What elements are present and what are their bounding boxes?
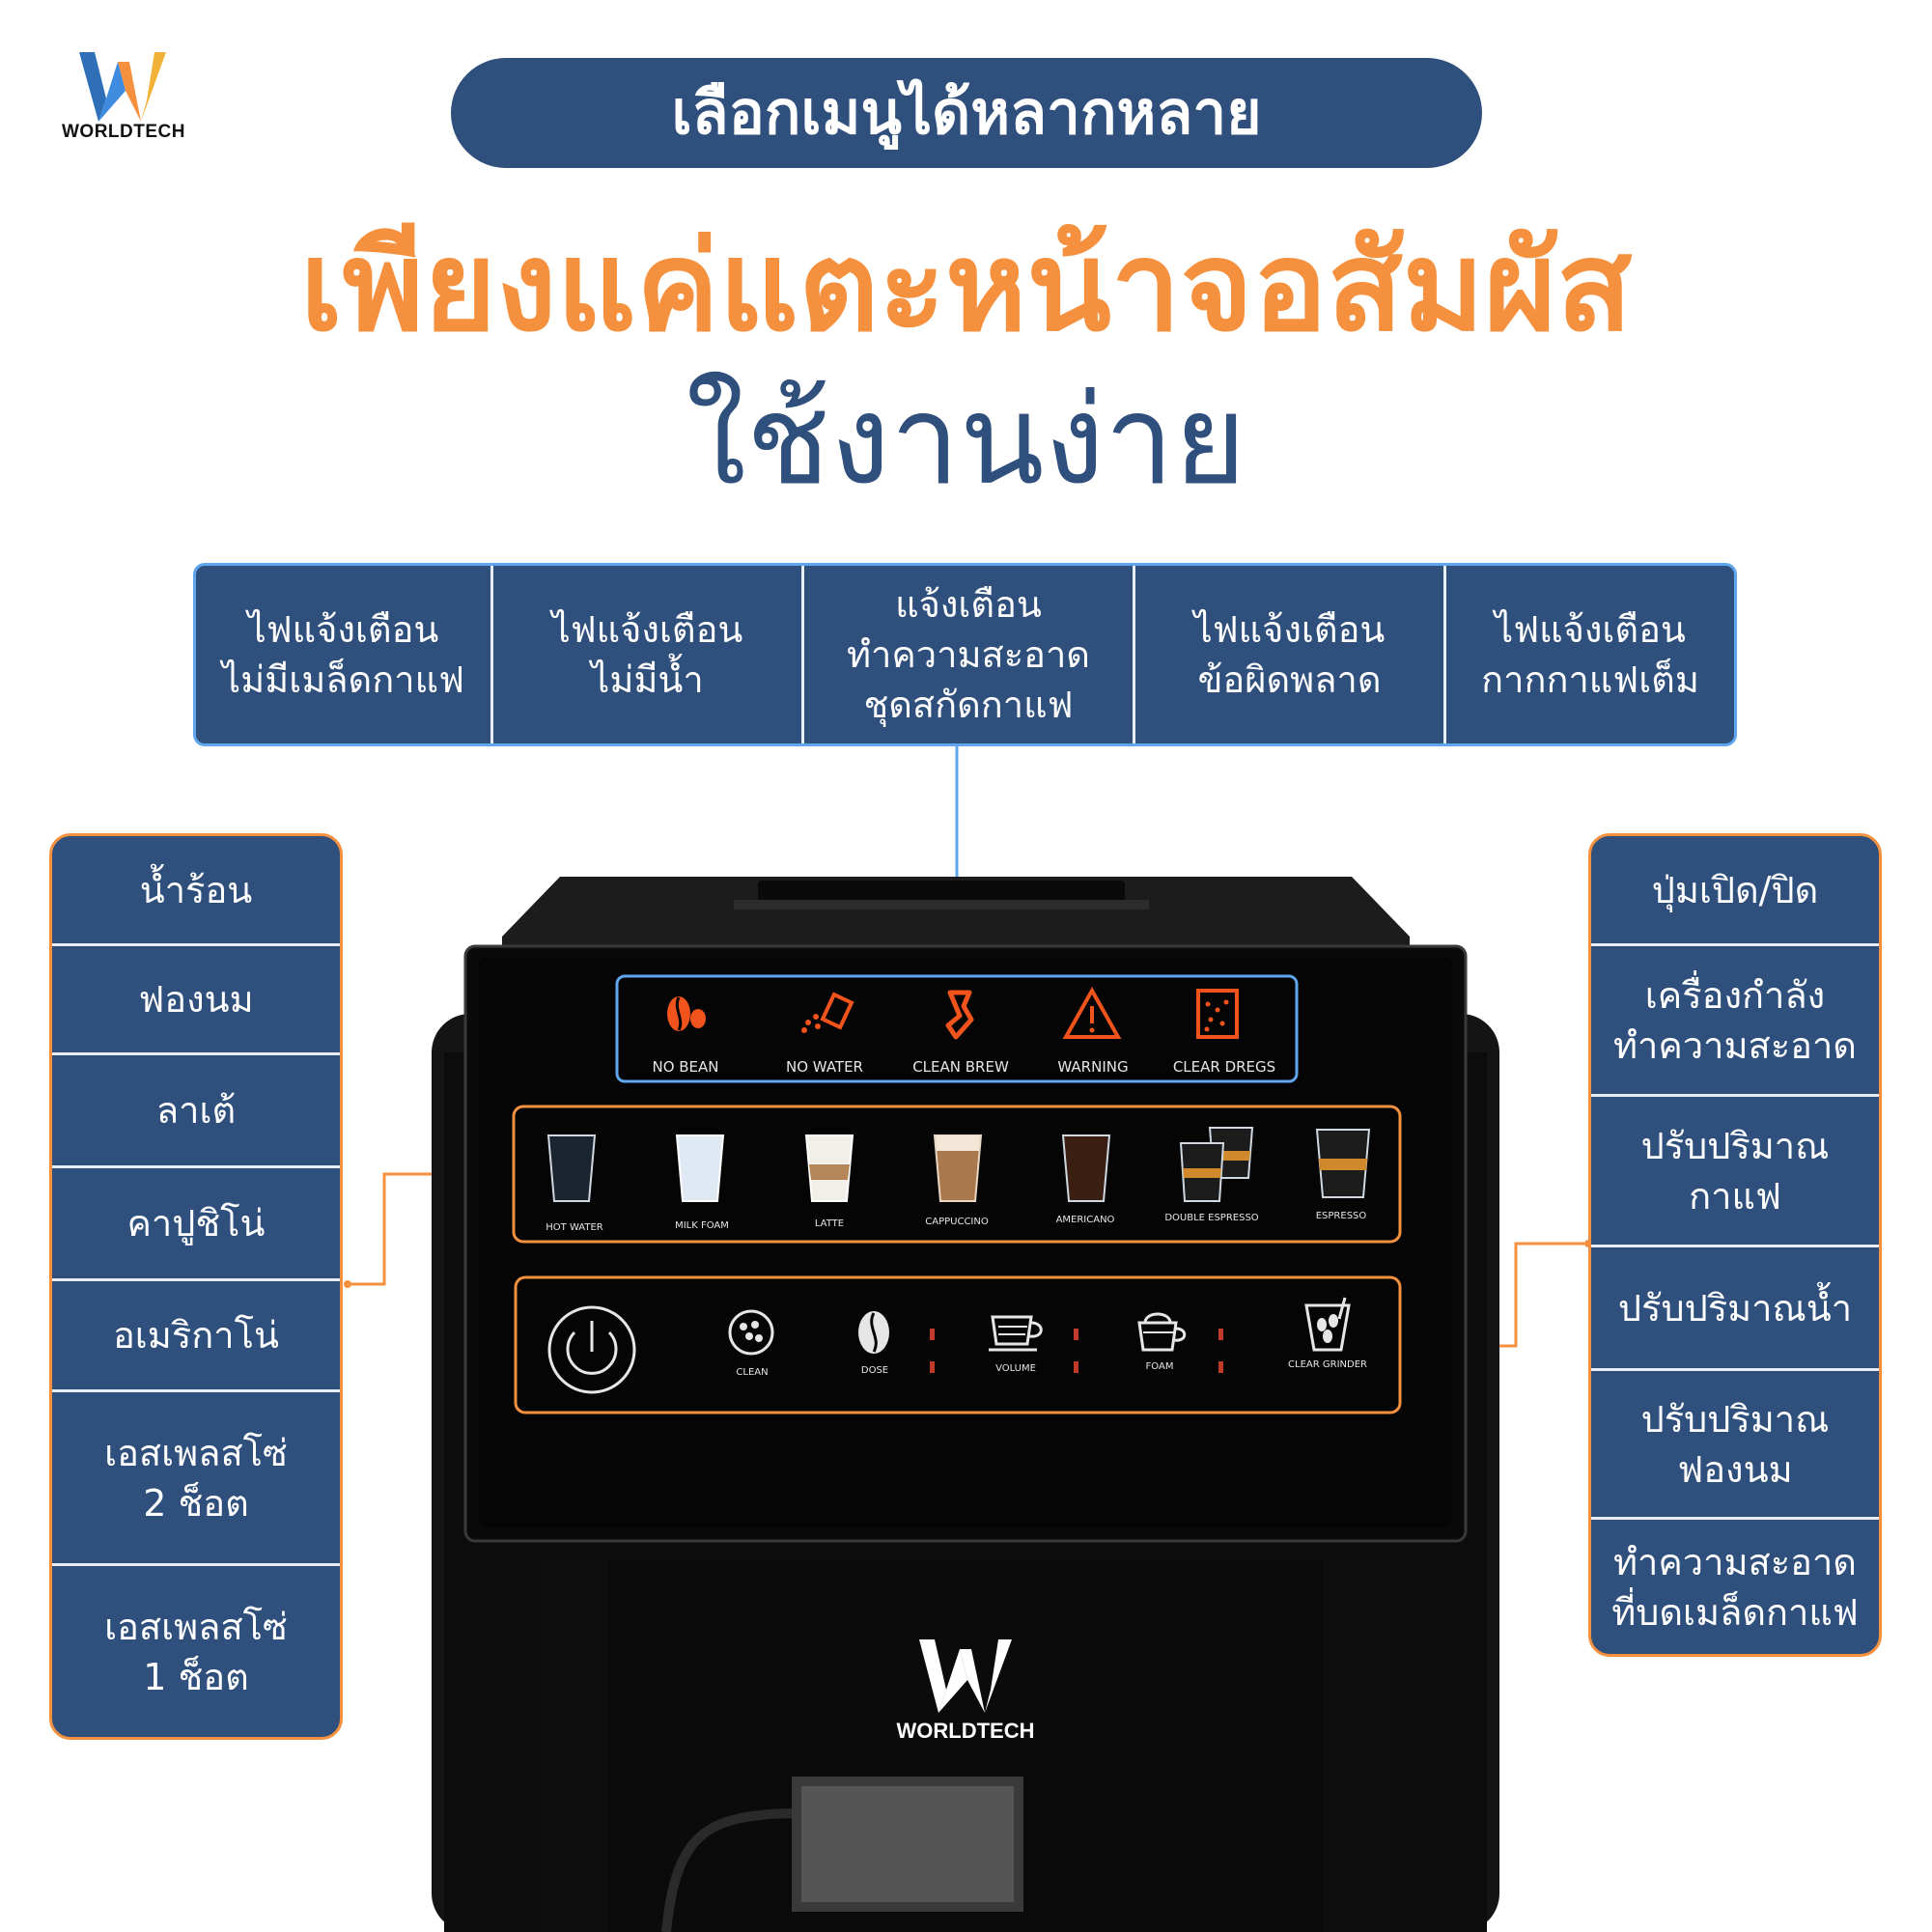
right-item-water-volume: ปรับปริมาณน้ำ (1591, 1247, 1879, 1371)
warning-label-no-water: NO WATER (786, 1058, 863, 1076)
coffee-machine: NO BEAN NO WATER CLEAN BREW WARNING CLEA… (386, 859, 1545, 1932)
foam-cup-icon[interactable] (1132, 1303, 1190, 1358)
headline: เพียงแค่แตะหน้าจอสัมผัส (299, 215, 1633, 359)
drink-label-latte: LATTE (814, 1218, 845, 1229)
warning-label-clear-dregs: CLEAR DREGS (1172, 1058, 1276, 1076)
warning-label-clean-brew: CLEAN BREW (912, 1058, 1009, 1076)
dose-bean-icon[interactable] (850, 1305, 898, 1359)
left-item-cappuccino: คาปูชิโน่ (52, 1168, 340, 1281)
left-drink-list: น้ำร้อน ฟองนม ลาเต้ คาปูชิโน่ อเมริกาโน่… (49, 833, 343, 1740)
right-item-clear-grinder: ทำความสะอาด ที่บดเมล็ดกาแฟ (1611, 1540, 1859, 1634)
machine-brand-text: WORLDTECH (896, 1719, 1035, 1743)
right-item-cleaning: เครื่องกำลัง ทำความสะอาด (1591, 946, 1879, 1097)
control-label-volume: VOLUME (995, 1363, 1036, 1374)
warning-label-no-bean: NO BEAN (652, 1058, 719, 1076)
latte-cup-icon[interactable] (800, 1130, 858, 1207)
indicator-descriptions: ไฟแจ้งเตือน ไม่มีเมล็ดกาแฟ ไฟแจ้งเตือน ไ… (193, 563, 1737, 746)
milk-foam-cup-icon[interactable] (671, 1130, 729, 1207)
indicator-no-water-desc: ไฟแจ้งเตือน ไม่มีน้ำ (493, 566, 804, 743)
dregs-bin-icon (1196, 989, 1239, 1039)
drink-label-espresso: ESPRESSO (1315, 1211, 1367, 1221)
control-label-foam: FOAM (1145, 1361, 1174, 1372)
left-item-double-espresso: เอสเพลสโซ่ 2 ช็อต (52, 1392, 340, 1566)
right-control-list: ปุ่มเปิด/ปิด เครื่องกำลัง ทำความสะอาด ปร… (1588, 833, 1882, 1657)
hot-water-cup-icon[interactable] (543, 1130, 601, 1207)
clean-icon[interactable] (722, 1303, 780, 1361)
espresso-cup-icon[interactable] (1311, 1124, 1375, 1203)
control-label-dose: DOSE (860, 1365, 889, 1376)
water-drop-icon (801, 992, 854, 1033)
warning-label-warning: WARNING (1057, 1058, 1129, 1076)
left-item-milk-foam: ฟองนม (52, 946, 340, 1055)
coffee-bean-icon (667, 996, 706, 1031)
indicator-clear-dregs-desc: ไฟแจ้งเตือน กากกาแฟเต็ม (1481, 608, 1699, 701)
control-label-clear-grinder: CLEAR GRINDER (1288, 1359, 1367, 1370)
header-pill-text: เลือกเมนูได้หลากหลาย (671, 77, 1262, 148)
control-label-clean: CLEAN (736, 1367, 769, 1378)
left-item-hot-water: น้ำร้อน (52, 836, 340, 946)
left-item-latte: ลาเต้ (52, 1055, 340, 1168)
subline: ใช้งานง่าย (686, 369, 1246, 513)
machine-logo-icon (919, 1639, 1012, 1713)
right-item-coffee-dose: ปรับปริมาณ กาแฟ (1591, 1097, 1879, 1247)
worldtech-logo-icon (79, 52, 166, 122)
warning-triangle-icon (1062, 987, 1122, 1039)
right-item-power: ปุ่มเปิด/ปิด (1591, 836, 1879, 946)
logo-text: WORLDTECH (62, 122, 185, 142)
drink-label-cappuccino: CAPPUCCINO (925, 1217, 989, 1227)
drink-label-double-espresso: DOUBLE ESPRESSO (1164, 1213, 1259, 1223)
drink-label-americano: AMERICANO (1055, 1215, 1115, 1225)
machine-body (432, 877, 1499, 1932)
indicator-warning-desc: ไฟแจ้งเตือน ข้อผิดพลาด (1135, 566, 1446, 743)
left-item-americano: อเมริกาโน่ (52, 1281, 340, 1392)
double-espresso-cup-icon[interactable] (1175, 1120, 1262, 1207)
cappuccino-cup-icon[interactable] (929, 1130, 987, 1207)
left-item-espresso: เอสเพลสโซ่ 1 ช็อต (104, 1605, 288, 1698)
americano-cup-icon[interactable] (1057, 1130, 1115, 1207)
clear-grinder-icon[interactable] (1299, 1292, 1357, 1356)
right-item-foam-volume: ปรับปริมาณ ฟองนม (1591, 1371, 1879, 1520)
indicator-clean-brew-desc: แจ้งเตือน ทำความสะอาด ชุดสกัดกาแฟ (804, 566, 1135, 743)
header-pill: เลือกเมนูได้หลากหลาย (451, 58, 1482, 168)
drink-label-milk-foam: MILK FOAM (675, 1220, 729, 1231)
indicator-no-bean-desc: ไฟแจ้งเตือน ไม่มีเมล็ดกาแฟ (196, 566, 493, 743)
drink-label-hot-water: HOT WATER (546, 1222, 603, 1233)
volume-cup-icon[interactable] (985, 1307, 1052, 1356)
brew-unit-icon (945, 990, 974, 1040)
